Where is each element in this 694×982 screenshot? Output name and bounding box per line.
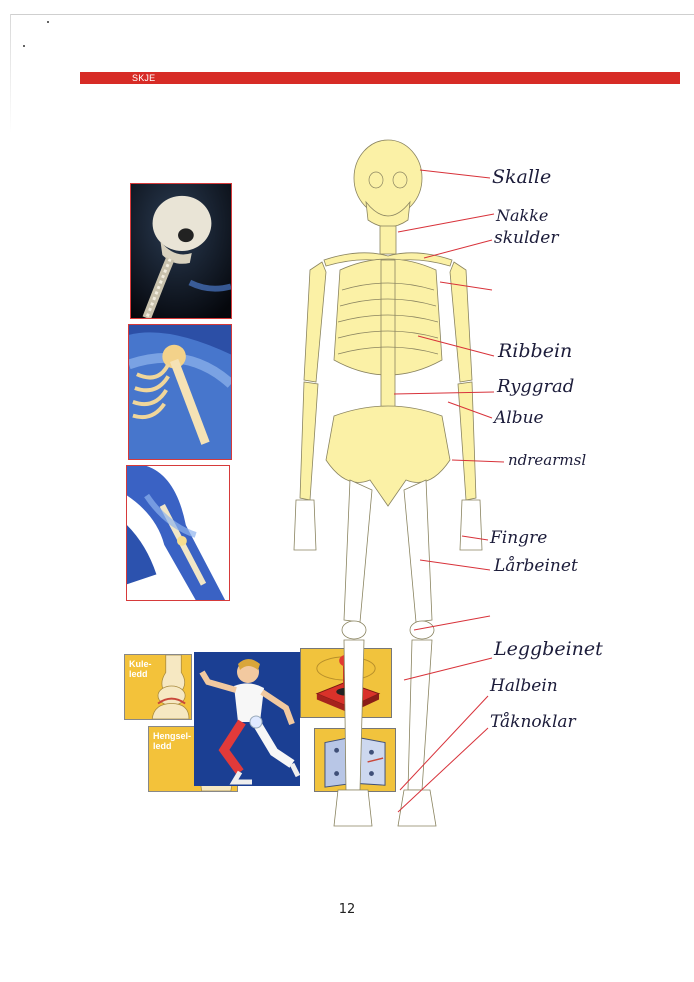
label-shoulder: skulder	[494, 228, 558, 248]
right-kneecap	[410, 621, 434, 639]
leg-photo	[126, 465, 230, 601]
left-foot	[334, 790, 372, 826]
right-forearm	[458, 382, 476, 500]
label-femur: Lårbeinet	[494, 556, 578, 576]
neck-vertebrae	[380, 226, 396, 254]
page-number: 12	[0, 902, 694, 917]
label-heel: Halbein	[490, 676, 558, 696]
scan-speck	[23, 45, 25, 47]
hinge-joint-label: Hengsel- ledd	[153, 731, 193, 751]
right-hand	[460, 500, 482, 550]
shoulder-photo	[128, 324, 232, 460]
label-toes: Tåknoklar	[490, 712, 576, 732]
label-neck: Nakke	[496, 206, 548, 225]
label-fingers: Fingre	[490, 528, 547, 548]
right-shin	[408, 640, 432, 790]
label-shin: Leggbeinet	[494, 638, 603, 660]
left-femur	[344, 480, 372, 622]
scan-speck	[47, 21, 49, 23]
skull-bone	[354, 140, 422, 216]
label-elbow: Albue	[494, 408, 544, 428]
left-upper-arm	[304, 262, 326, 382]
right-foot	[398, 790, 436, 826]
left-forearm	[300, 382, 318, 500]
label-skull: Skalle	[492, 166, 551, 188]
left-hand	[294, 500, 316, 550]
left-shin	[344, 640, 364, 790]
spine	[381, 260, 395, 420]
section-header-bar: SKJE	[80, 72, 680, 84]
right-upper-arm	[450, 262, 472, 382]
ball-joint-illustration: Kule- ledd	[124, 654, 192, 720]
page-edge-left	[10, 14, 11, 134]
label-spine: Ryggrad	[497, 376, 574, 397]
skull-spine-photo	[130, 183, 232, 319]
label-ribs: Ribbein	[498, 340, 572, 362]
page-edge-top	[10, 14, 694, 15]
right-femur	[404, 480, 432, 622]
left-kneecap	[342, 621, 366, 639]
label-forearm: ndrearmsl	[508, 451, 586, 469]
section-label: SKJE	[132, 72, 155, 84]
ball-joint-label: Kule- ledd	[129, 659, 159, 679]
skeleton-diagram	[280, 130, 500, 830]
pelvis	[326, 406, 450, 506]
